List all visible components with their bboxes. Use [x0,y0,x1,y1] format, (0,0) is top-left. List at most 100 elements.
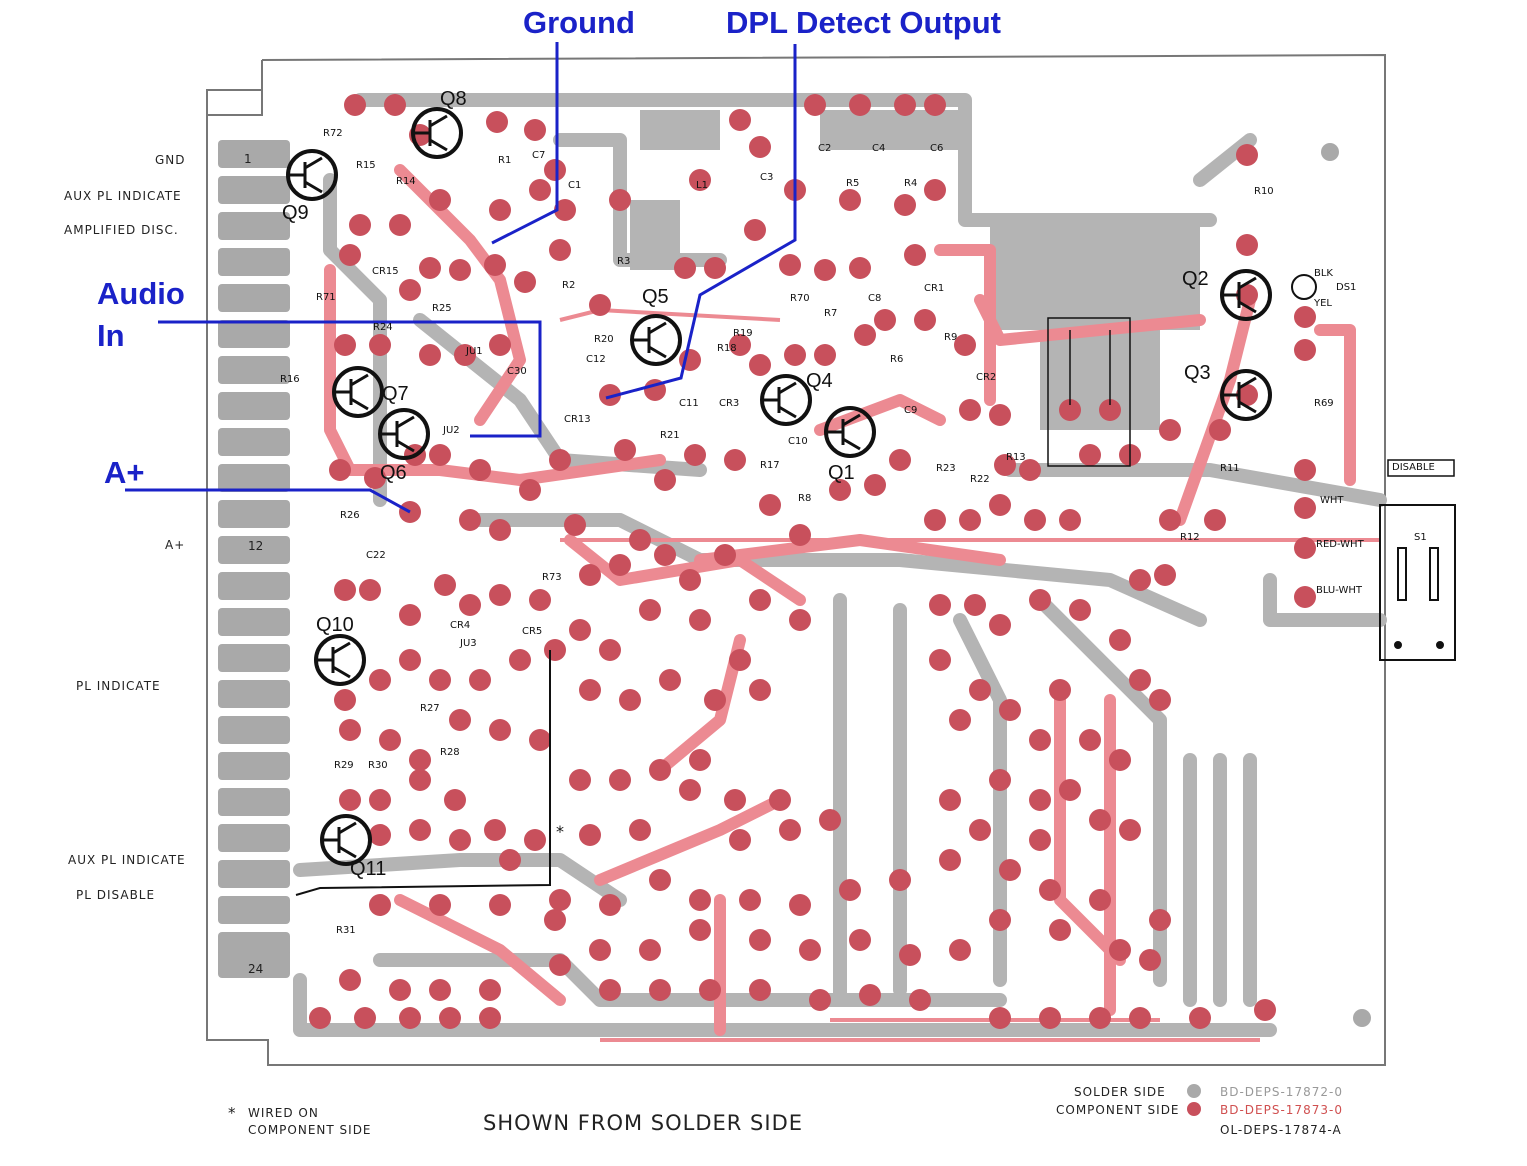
pad [699,979,721,1001]
pads [309,94,1316,1029]
label-cr2: CR2 [976,372,997,383]
pad [449,709,471,731]
audio-pointer [158,320,542,438]
pad [529,179,551,201]
pad [784,344,806,366]
q11-label: Q11 [350,858,387,880]
pad [334,689,356,711]
pad [1029,729,1051,751]
label-r14: R14 [396,176,416,187]
pad [849,929,871,951]
pad [814,259,836,281]
edge-label-amplified-disc: AMPLIFIED DISC. [64,223,179,237]
pad [854,324,876,346]
pad [339,244,361,266]
pad [939,849,961,871]
pad [1069,599,1091,621]
pad [389,214,411,236]
pad [369,894,391,916]
pad [514,271,536,293]
pad [359,579,381,601]
pad [1129,569,1151,591]
label-r9: R9 [944,332,958,343]
label-r12: R12 [1180,532,1200,543]
pad [529,729,551,751]
pad [989,614,1011,636]
pad [1139,949,1161,971]
pad [1049,919,1071,941]
pad [334,579,356,601]
pad [929,594,951,616]
label-r15: R15 [356,160,376,171]
pad [429,894,451,916]
pad [1029,789,1051,811]
pad [649,869,671,891]
footer-solder-code: BD-DEPS-17872-0 [1220,1085,1343,1099]
pad [614,439,636,461]
pad [989,494,1011,516]
pad [609,554,631,576]
pad [1236,144,1258,166]
pad [1236,234,1258,256]
pad [1189,1007,1211,1029]
label-r24: R24 [373,322,393,333]
pad [749,136,771,158]
label-r8: R8 [798,493,812,504]
pad [544,909,566,931]
pad [689,169,711,191]
edge-connector-fingers [218,140,290,978]
label-r18: R18 [717,343,737,354]
label-r27: R27 [420,703,440,714]
q6-symbol [378,408,430,460]
pad [1294,339,1316,361]
pad [924,94,946,116]
pad [744,219,766,241]
pad [399,604,421,626]
pad [874,309,896,331]
aplus-pointer [125,488,411,514]
label-wht: WHT [1320,495,1344,506]
pad [954,334,976,356]
label-r1: R1 [498,155,512,166]
pad [569,769,591,791]
pad [749,979,771,1001]
pad [1039,1007,1061,1029]
footer-component-side: COMPONENT SIDE [1056,1103,1180,1117]
pad [964,594,986,616]
pad [399,649,421,671]
pad [579,564,601,586]
solder-side-pours [630,110,1200,430]
label-ju3: JU3 [460,638,477,649]
pad [839,189,861,211]
label-c22: C22 [366,550,386,561]
pad [649,759,671,781]
pad [629,819,651,841]
pad [659,669,681,691]
q8-label: Q8 [440,88,467,110]
s1-switch [1379,504,1456,661]
pad [489,519,511,541]
label-c9: C9 [904,405,918,416]
pad [679,569,701,591]
pad [969,679,991,701]
label-red-wht: RED-WHT [1316,539,1364,550]
pad [894,94,916,116]
label-l1: L1 [696,180,708,191]
pad [674,257,696,279]
q1-label: Q1 [828,462,855,484]
label-asterisk: * [556,822,564,841]
board-outline [206,53,1386,1066]
pad [859,984,881,1006]
pad [689,749,711,771]
pad [429,189,451,211]
label-cr5: CR5 [522,626,543,637]
pad [1059,509,1081,531]
pin-number-12: 12 [248,539,264,553]
pad [684,444,706,466]
pad [486,111,508,133]
dpl-detect-output-annotation: DPL Detect Output [726,5,1001,40]
pad [799,939,821,961]
pad [349,214,371,236]
label-r21: R21 [660,430,680,441]
pad [419,257,441,279]
